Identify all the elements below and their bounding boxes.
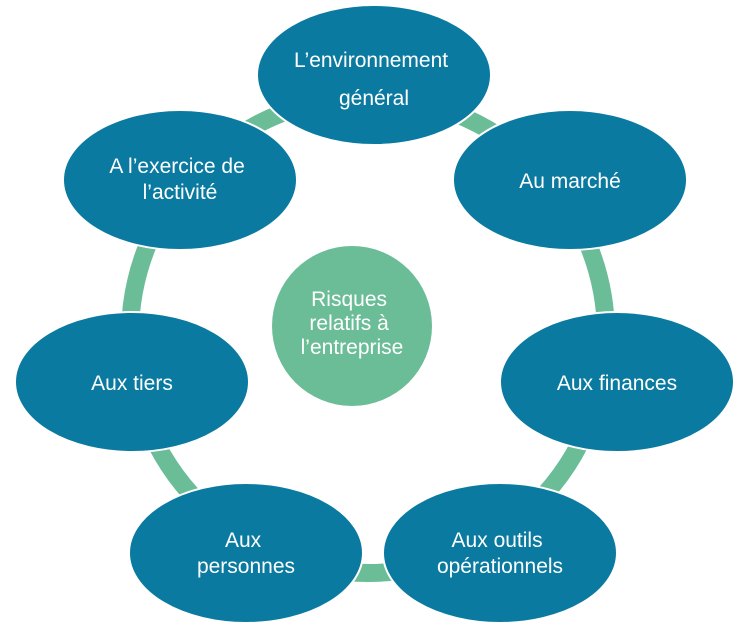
node-finances-label: Aux finances [557,372,677,395]
center-label-line-2: relatifs à [309,312,389,335]
node-outils-operationnels-line-1: Aux outils [452,529,543,552]
node-environnement-general-line-2: général [339,87,409,110]
node-personnes-label: Aux personnes [197,529,295,578]
node-exercice-activite: A l’exercice de l’activité [62,109,298,251]
center-label-line-1: Risques [311,288,387,311]
center-label: Risques relatifs à l’entreprise [301,288,404,359]
node-finances-line-1: Aux finances [557,372,677,395]
node-exercice-activite-label: A l’exercice de l’activité [109,155,250,204]
node-personnes-line-1: Aux [225,529,262,552]
node-personnes-line-2: personnes [197,555,295,578]
node-tiers: Aux tiers [14,311,250,453]
node-personnes-shape [128,482,364,624]
node-outils-operationnels-label: Aux outils opérationnels [437,529,563,578]
node-marche: Au marché [452,109,688,251]
center-node: Risques relatifs à l’entreprise [272,246,432,406]
node-marche-shape [452,109,688,251]
node-marche-label: Au marché [519,170,621,193]
node-environnement-general-line-1: L’environnement [294,49,448,72]
node-outils-operationnels-line-2: opérationnels [437,555,563,578]
node-personnes: Aux personnes [128,482,364,624]
node-exercice-activite-line-2: l’activité [143,181,218,204]
node-exercice-activite-shape [62,109,298,251]
node-outils-operationnels-shape [382,482,618,624]
node-finances-shape [499,311,735,453]
center-label-line-3: l’entreprise [301,336,404,359]
node-finances: Aux finances [499,311,735,453]
node-marche-line-1: Au marché [519,170,621,193]
center-circle [272,246,432,406]
node-environnement-general-label: L’environnement général [294,49,454,110]
node-tiers-line-1: Aux tiers [91,372,173,395]
node-tiers-label: Aux tiers [91,372,173,395]
node-environnement-general-shape [256,4,492,146]
node-exercice-activite-line-1: A l’exercice de [109,155,244,178]
node-environnement-general: L’environnement général [256,4,492,146]
node-outils-operationnels: Aux outils opérationnels [382,482,618,624]
node-tiers-shape [14,311,250,453]
